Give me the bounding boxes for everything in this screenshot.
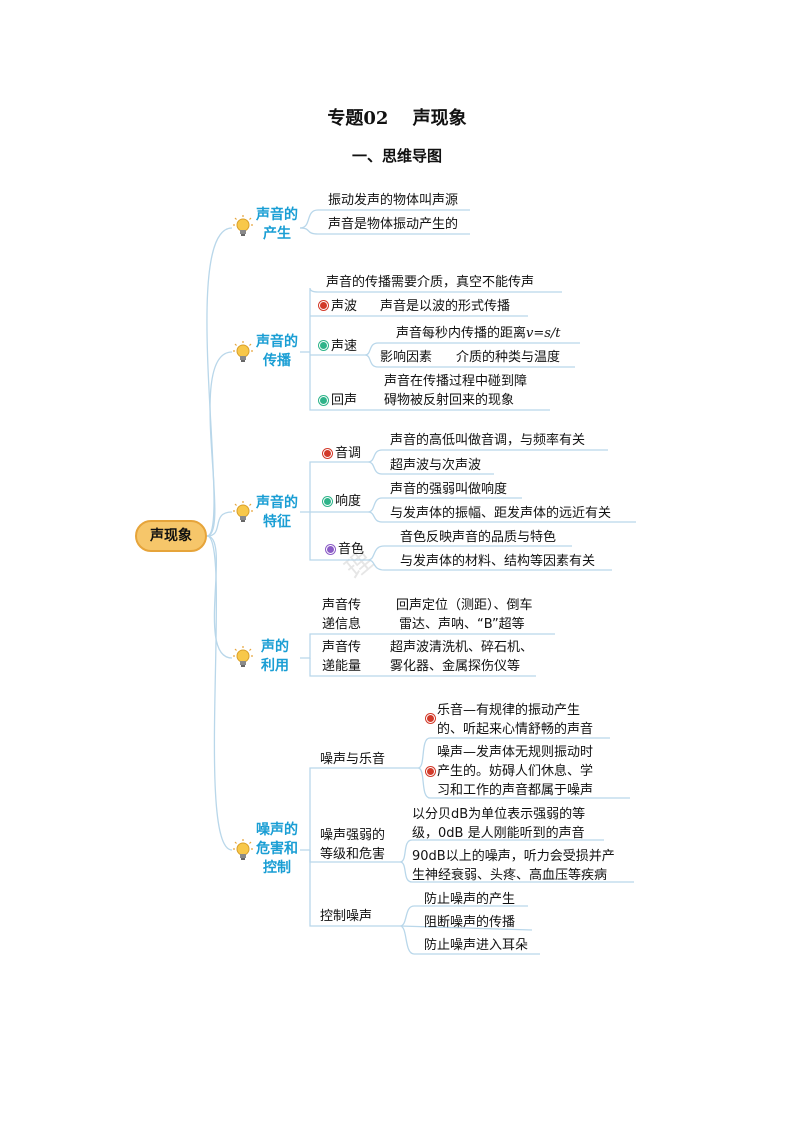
control-line: 阻断噪声的传播 bbox=[424, 915, 516, 930]
control-line: 防止噪声进入耳朵 bbox=[424, 938, 529, 953]
control-label: 控制噪声 bbox=[320, 909, 373, 924]
music-line: 乐音—有规律的振动产生 bbox=[437, 703, 581, 718]
noise-line: 噪声—发声体无规则振动时 bbox=[437, 745, 594, 760]
factor-text: 介质的种类与温度 bbox=[456, 350, 561, 365]
pitch-line: 声音的高低叫做音调，与频率有关 bbox=[390, 433, 586, 448]
echo-line: 声音在传播过程中碰到障 bbox=[384, 374, 528, 389]
level-line: 90dB以上的噪声，听力会受损并产 bbox=[412, 849, 615, 864]
music-noise-label: 噪声与乐音 bbox=[320, 752, 386, 767]
branch-propagation-label: 声音的 传播 bbox=[252, 333, 302, 371]
lightbulb-icon bbox=[233, 341, 253, 362]
loudness-line: 声音的强弱叫做响度 bbox=[390, 482, 508, 497]
branch-label-line: 噪声的 bbox=[256, 822, 298, 838]
branch-label-line: 危害和 bbox=[256, 841, 298, 857]
green-bullet-icon bbox=[319, 396, 328, 405]
purple-bullet-icon bbox=[326, 545, 335, 554]
pitch-line: 超声波与次声波 bbox=[390, 458, 482, 473]
wave-label: 声波 bbox=[331, 299, 358, 314]
red-bullet-icon bbox=[323, 449, 332, 458]
branch-label-line: 声音的 bbox=[256, 207, 298, 223]
speed-formula: v=s/t bbox=[526, 326, 561, 341]
lightbulb-icon bbox=[233, 839, 253, 860]
branch-label-line: 产生 bbox=[263, 226, 291, 242]
page-title: 专题02 声现象 bbox=[327, 108, 467, 129]
timbre-line: 与发声体的材料、结构等因素有关 bbox=[400, 554, 596, 569]
green-bullet-icon bbox=[323, 497, 332, 506]
lightbulb-icon bbox=[233, 646, 253, 667]
branch-label-line: 传播 bbox=[263, 353, 291, 369]
noise-line: 产生的。妨碍人们休息、学 bbox=[437, 764, 594, 779]
branch-label-line: 声的 bbox=[261, 639, 289, 655]
info-line: 雷达、声呐、“B”超等 bbox=[399, 617, 525, 632]
control-line: 防止噪声的产生 bbox=[424, 892, 516, 907]
loudness-line: 与发声体的振幅、距发声体的远近有关 bbox=[390, 506, 612, 521]
loudness-label: 响度 bbox=[335, 494, 362, 509]
speed-label: 声速 bbox=[331, 339, 358, 354]
level-line: 级，0dB 是人刚能听到的声音 bbox=[412, 826, 585, 841]
branch-label-line: 利用 bbox=[261, 658, 289, 674]
energy-line: 雾化器、金属探伤仪等 bbox=[390, 659, 521, 674]
info-label-line: 递信息 bbox=[322, 617, 362, 632]
timbre-line: 音色反映声音的品质与特色 bbox=[400, 530, 557, 545]
branch-production-label: 声音的 产生 bbox=[252, 206, 302, 244]
branch-label-line: 声音的 bbox=[256, 495, 298, 511]
speed-def-text: 声音每秒内传播的距离 bbox=[396, 326, 527, 341]
info-label-line: 声音传 bbox=[322, 598, 362, 613]
energy-label-line: 声音传 bbox=[322, 640, 362, 655]
echo-label: 回声 bbox=[331, 393, 358, 408]
green-bullet-icon bbox=[319, 341, 328, 350]
echo-line: 碍物被反射回来的现象 bbox=[384, 393, 515, 408]
lightbulb-icon bbox=[233, 215, 253, 236]
level-line: 以分贝dB为单位表示强弱的等 bbox=[412, 807, 586, 822]
energy-line: 超声波清洗机、碎石机、 bbox=[390, 640, 534, 655]
branch-features-label: 声音的 特征 bbox=[252, 494, 302, 532]
speed-definition: 声音每秒内传播的距离v=s/t bbox=[396, 324, 561, 343]
music-line: 的、听起来心情舒畅的声音 bbox=[437, 722, 594, 737]
info-line: 回声定位（测距）、倒车 bbox=[396, 598, 533, 613]
root-topic: 声现象 bbox=[135, 520, 207, 552]
pitch-label: 音调 bbox=[335, 446, 362, 461]
level-label-line: 等级和危害 bbox=[320, 847, 386, 862]
red-bullet-icon bbox=[426, 714, 435, 723]
energy-label-line: 递能量 bbox=[322, 659, 362, 674]
branch-label-line: 控制 bbox=[263, 860, 291, 876]
lightbulb-icon bbox=[233, 501, 253, 522]
level-line: 生神经衰弱、头疼、高血压等疾病 bbox=[412, 868, 608, 883]
section-subtitle: 一、思维导图 bbox=[351, 147, 442, 165]
propagation-medium: 声音的传播需要介质，真空不能传声 bbox=[326, 275, 535, 290]
timbre-label: 音色 bbox=[338, 542, 365, 557]
wave-text: 声音是以波的形式传播 bbox=[380, 299, 511, 314]
branch-label-line: 特征 bbox=[263, 514, 291, 530]
production-item: 振动发声的物体叫声源 bbox=[328, 193, 459, 208]
level-label-line: 噪声强弱的 bbox=[320, 828, 386, 843]
production-item: 声音是物体振动产生的 bbox=[328, 217, 459, 232]
noise-line: 习和工作的声音都属于噪声 bbox=[437, 783, 594, 798]
branch-label-line: 声音的 bbox=[256, 334, 298, 350]
red-bullet-icon bbox=[426, 767, 435, 776]
red-bullet-icon bbox=[319, 301, 328, 310]
branch-noise-label: 噪声的 危害和 控制 bbox=[252, 821, 302, 878]
factor-label: 影响因素 bbox=[380, 350, 433, 365]
branch-uses-label: 声的 利用 bbox=[252, 638, 298, 676]
